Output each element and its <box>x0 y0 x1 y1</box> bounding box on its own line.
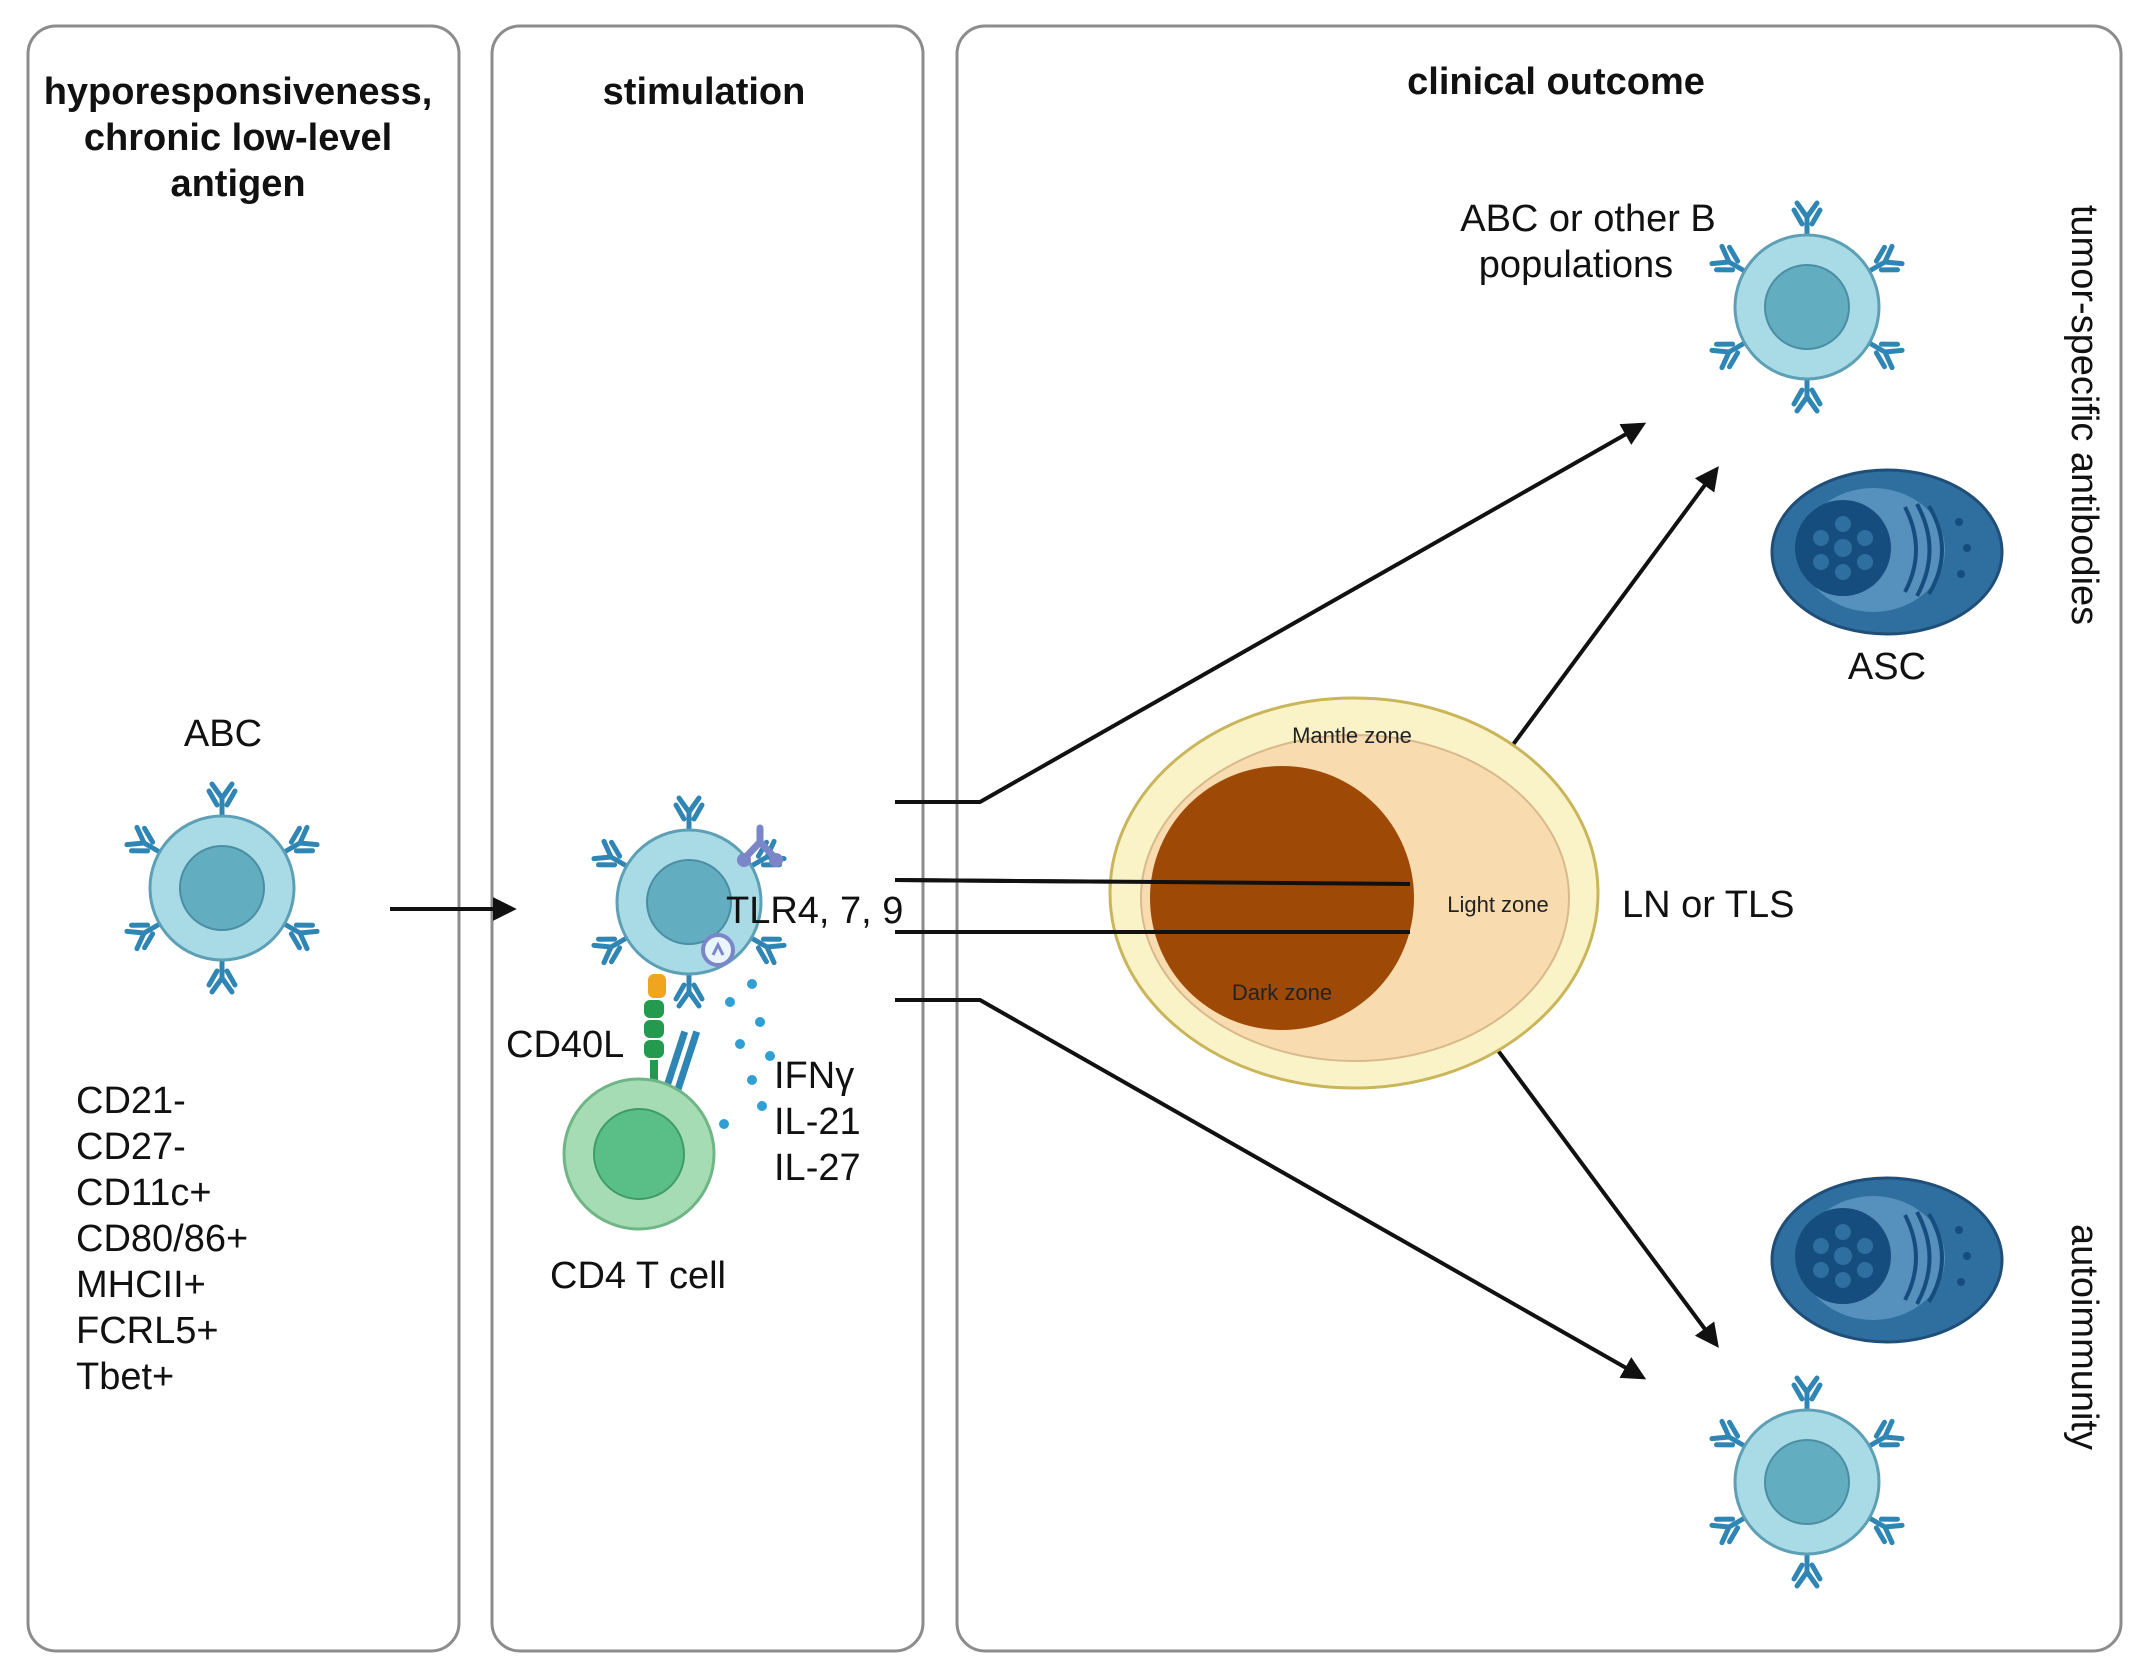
top-population-label-line-2: populations <box>1479 244 1673 286</box>
tlr-receptor-icon <box>737 824 783 867</box>
left-panel-title-line-3: antigen <box>170 163 305 205</box>
germinal-center-crosslines <box>894 878 1411 934</box>
marker-item: Tbet+ <box>76 1356 174 1398</box>
abc-cell-label: ABC <box>184 713 262 755</box>
right-panel-title: clinical outcome <box>1407 61 1705 103</box>
cd4-t-cell-label: CD4 T cell <box>550 1255 726 1297</box>
follicle-label: LN or TLS <box>1622 884 1794 926</box>
marker-item: MHCII+ <box>76 1264 206 1306</box>
germinal-center-icon <box>1108 696 1600 1090</box>
cytokine-item: IL-21 <box>774 1101 861 1143</box>
cd40l-label: CD40L <box>506 1024 624 1066</box>
cytokine-dots <box>719 979 775 1129</box>
cytokine-item: IL-27 <box>774 1147 861 1189</box>
left-panel-title-line-2: chronic low-level <box>84 117 392 159</box>
bottom-asc-icon <box>1770 1176 2004 1344</box>
mantle-zone-label: Mantle zone <box>1292 723 1412 748</box>
outcome-bottom-label: autoimmunity <box>2063 1224 2105 1450</box>
panel-middle <box>490 24 925 1653</box>
top-asc-icon <box>1770 468 2004 636</box>
light-zone-label: Light zone <box>1447 892 1549 917</box>
marker-item: CD11c+ <box>76 1172 212 1214</box>
bottom-b-cell-icon <box>1710 1378 1903 1586</box>
marker-item: CD27- <box>76 1126 186 1168</box>
marker-item: FCRL5+ <box>76 1310 219 1352</box>
abc-b-cell-icon <box>125 784 318 992</box>
top-population-label-line-1: ABC or other B <box>1460 198 1716 240</box>
marker-list: CD21- CD27- CD11c+ CD80/86+ MHCII+ FCRL5… <box>76 1080 248 1398</box>
tlr-endosome-icon <box>701 933 735 967</box>
asc-label: ASC <box>1848 646 1926 688</box>
cd40-cd40l-icon <box>644 974 701 1092</box>
outcome-top-label: tumor-specific antibodies <box>2063 205 2105 625</box>
middle-panel-title: stimulation <box>603 71 806 113</box>
top-b-cell-icon <box>1710 203 1903 411</box>
cd4-t-cell-icon <box>562 1077 716 1231</box>
marker-item: CD21- <box>76 1080 186 1122</box>
marker-item: CD80/86+ <box>76 1218 248 1260</box>
panel-left <box>26 24 461 1653</box>
panel-right <box>955 24 2123 1653</box>
left-panel-title-line-1: hyporesponsiveness, <box>44 71 433 113</box>
dark-zone-label: Dark zone <box>1232 980 1332 1005</box>
tlr-label: TLR4, 7, 9 <box>726 890 903 932</box>
cytokine-item: IFNγ <box>774 1055 854 1097</box>
